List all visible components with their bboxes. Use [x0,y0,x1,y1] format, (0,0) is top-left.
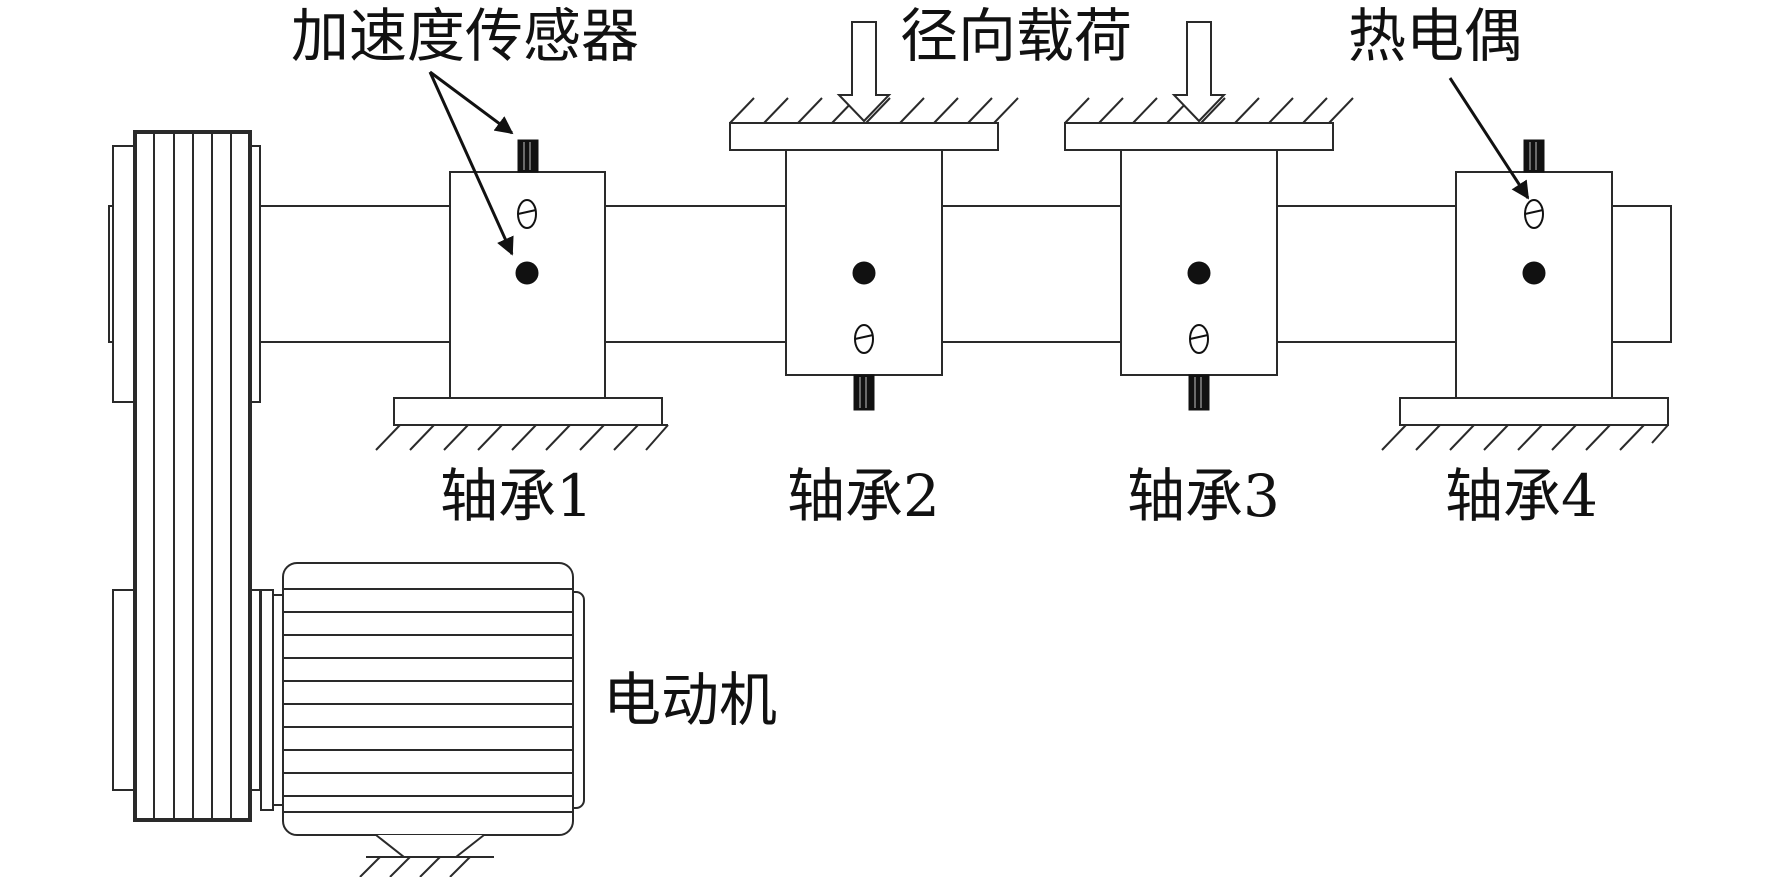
radial-load-arrows [836,21,1227,123]
bearing-1-label: 轴承1 [440,462,593,530]
accelerometer-block [1188,374,1210,411]
thermocouple-pointer [1448,77,1530,200]
thermocouple-symbol [1524,199,1544,229]
thermocouple-label: 热电偶 [1348,2,1522,70]
accelerometer-dot [515,261,539,285]
ceiling-hatch [1064,97,1354,124]
accelerometer-block [853,374,875,411]
motor-label: 电动机 [603,666,777,734]
bearing-3-label: 轴承3 [1127,462,1280,530]
accelerometer-dot [1187,261,1211,285]
down-arrow-icon [836,21,892,123]
accelerometer-pointer-dot [428,71,514,256]
thermocouple-sensors [517,199,1544,354]
accelerometer-block [1523,139,1545,173]
accelerometer-pointer-top [429,70,514,135]
accelerometer-sensors [515,139,1546,411]
accelerometer-dot [852,261,876,285]
bearing-4-label: 轴承4 [1445,462,1598,530]
pointer-arrows [428,70,1530,256]
accelerometer-dot [1522,261,1546,285]
down-arrow-icon [1171,21,1227,123]
radial-load-label: 径向载荷 [900,2,1132,70]
labels: 加速度传感器 径向载荷 热电偶 轴承1 轴承2 轴承3 轴承4 电动机 [291,2,1598,734]
thermocouple-symbol [1189,324,1209,354]
ground-hatch [1381,424,1669,451]
motor-cooling-fins [283,588,573,813]
ground-hatch [375,424,669,451]
block-stripes [523,142,1537,408]
pulley [112,130,261,822]
motor-ground-hatch [359,856,471,877]
thermocouple-symbol [854,324,874,354]
motor [260,562,585,877]
accelerometer-label: 加速度传感器 [291,2,639,70]
accelerometer-block [517,139,539,173]
bearing-2-label: 轴承2 [787,462,940,530]
thermocouple-symbol [517,199,537,229]
